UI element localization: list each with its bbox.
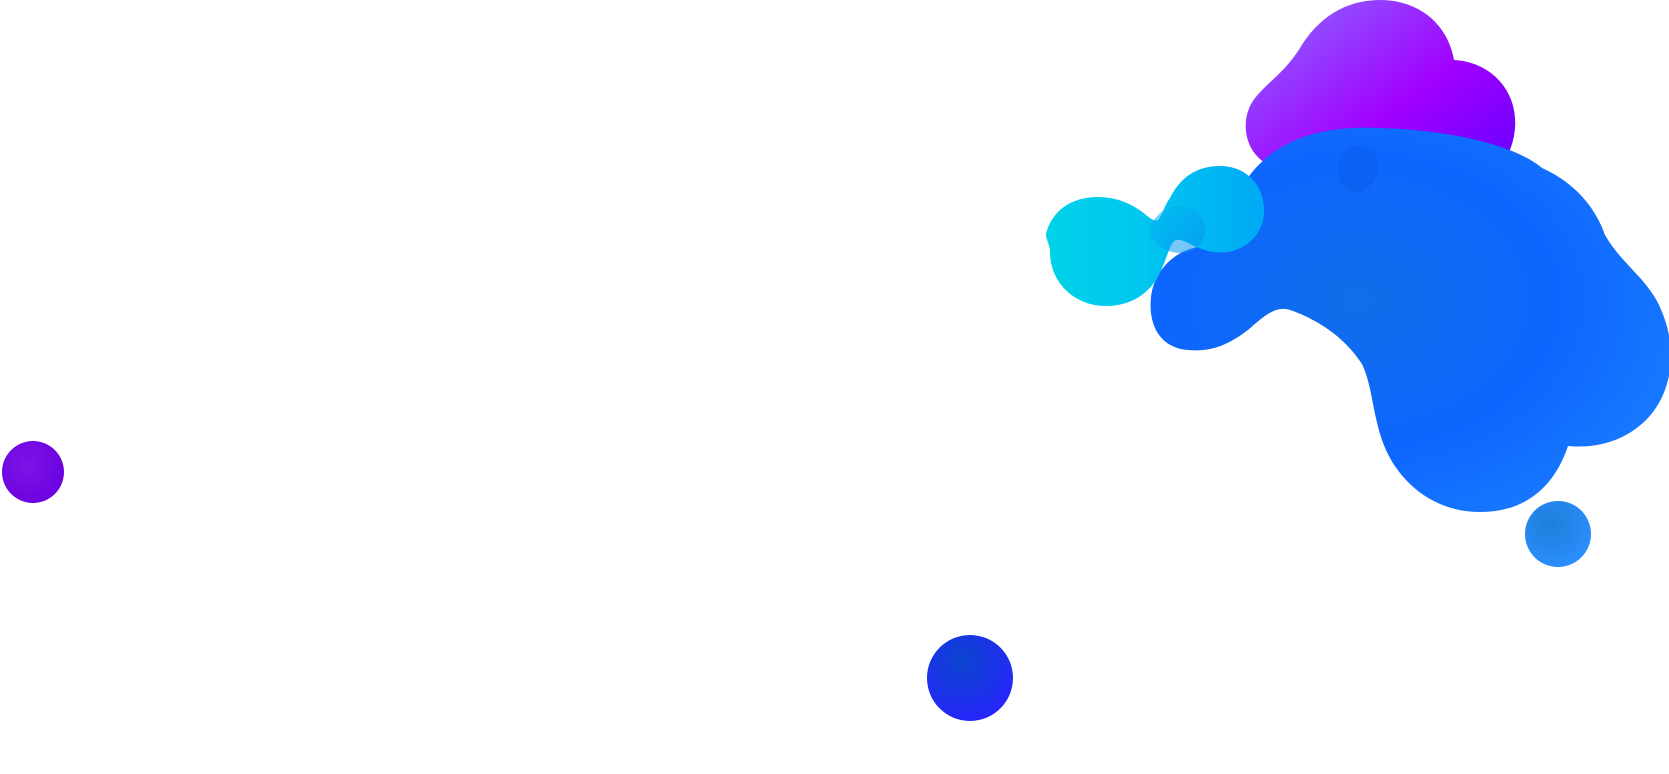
blue-right-bubble xyxy=(1525,501,1591,567)
blue-bottom-dot xyxy=(927,635,1013,721)
violet-left-dot xyxy=(2,441,64,503)
large-blue-blob xyxy=(1150,127,1669,512)
cyan-left-blob xyxy=(1046,166,1265,306)
